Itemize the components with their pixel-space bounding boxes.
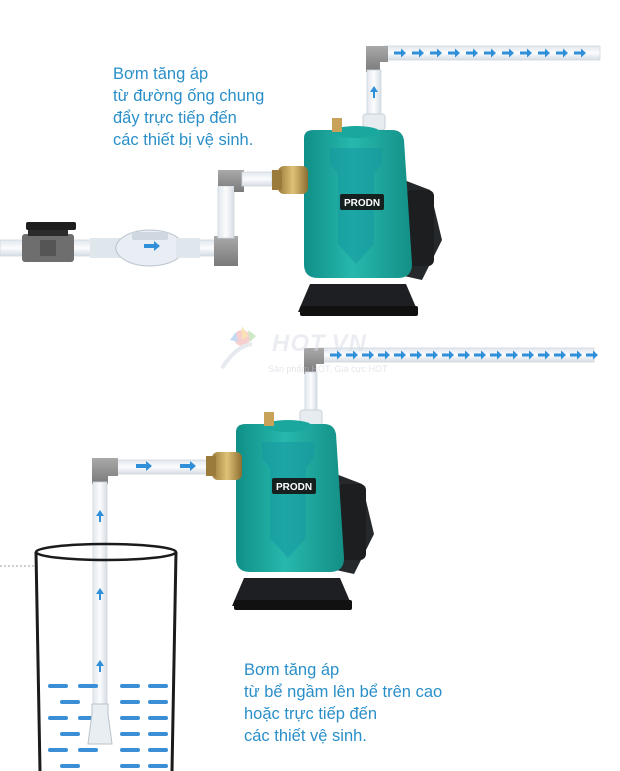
flow-arrow [538, 350, 550, 360]
flow-arrow [394, 350, 406, 360]
bottom-caption-line: các thiết vệ sinh. [244, 727, 367, 745]
watermark-logo-icon [220, 326, 256, 370]
watermark: HOT.VN Sản phẩm HOT, Giá cực HOT [212, 318, 422, 388]
flow-arrow [538, 48, 550, 58]
watermark-tagline: Sản phẩm HOT, Giá cực HOT [268, 364, 388, 374]
bottom-caption-line: hoặc trực tiếp đến [244, 705, 378, 723]
water-meter [90, 229, 200, 267]
flow-arrow [378, 350, 390, 360]
suction-elbow [92, 458, 118, 484]
flow-arrow [346, 350, 358, 360]
top-pump-brand-label: PRODN [344, 198, 380, 209]
flow-arrow [574, 48, 586, 58]
suction-flow-arrows [96, 510, 104, 672]
bottom-pump-brand-label: PRODN [276, 482, 312, 493]
flow-arrow [522, 350, 534, 360]
top-caption-line: Bơm tăng áp [113, 65, 209, 83]
top-caption-line: đẩy trực tiếp đến [113, 109, 237, 127]
top-caption-line: các thiết bị vệ sinh. [113, 131, 254, 149]
flow-arrow [490, 350, 502, 360]
flow-arrow [426, 350, 438, 360]
bottom-outlet-flow-arrows [330, 350, 598, 360]
flow-arrow [502, 48, 514, 58]
flow-arrow [412, 48, 424, 58]
bottom-caption-line: Bơm tăng áp [244, 661, 340, 679]
bottom-outlet-pipe [317, 347, 598, 363]
flow-arrow [474, 350, 486, 360]
top-inlet-elbow-upper [218, 170, 244, 192]
top-inlet-riser [217, 185, 235, 239]
bottom-pump: PRODN [206, 412, 374, 610]
bottom-caption-line: từ bể ngầm lên bể trên cao [244, 683, 443, 701]
suction-line [92, 458, 223, 713]
bottom-outlet-elbow [304, 348, 324, 374]
bottom-scene: PRODN [0, 347, 598, 771]
watermark-brand: HOT.VN [272, 330, 367, 357]
flow-arrow [586, 350, 598, 360]
flow-arrow [458, 350, 470, 360]
flow-arrow [410, 350, 422, 360]
flow-arrow [570, 350, 582, 360]
top-outlet-elbow [366, 46, 388, 72]
top-scene: PRODN [0, 45, 601, 316]
flow-arrow [554, 350, 566, 360]
bottom-caption: Bơm tăng áp từ bể ngầm lên bể trên cao h… [244, 659, 442, 747]
tank-water [48, 684, 168, 768]
flow-arrow [430, 48, 442, 58]
meter-flow-arrow [144, 241, 160, 251]
flow-arrow [330, 350, 342, 360]
ball-valve [22, 222, 76, 262]
top-pump: PRODN [272, 118, 442, 316]
top-outlet-pipe [383, 45, 601, 61]
flow-arrow [442, 350, 454, 360]
flow-arrow [484, 48, 496, 58]
flow-arrow [556, 48, 568, 58]
flow-arrow [466, 48, 478, 58]
top-riser-flow-arrow [370, 86, 378, 98]
top-outlet-flow-arrows [394, 48, 586, 58]
water-tank [0, 542, 178, 771]
top-caption-line: từ đường ống chung [113, 87, 265, 105]
flow-arrow [362, 350, 374, 360]
top-inlet-elbow-lower [214, 236, 238, 266]
top-caption: Bơm tăng áp từ đường ống chung đẩy trực … [113, 63, 264, 151]
flow-arrow [520, 48, 532, 58]
foot-valve [87, 703, 113, 745]
flow-arrow [506, 350, 518, 360]
flow-arrow [448, 48, 460, 58]
flow-arrow [394, 48, 406, 58]
top-inlet-line [0, 170, 273, 267]
